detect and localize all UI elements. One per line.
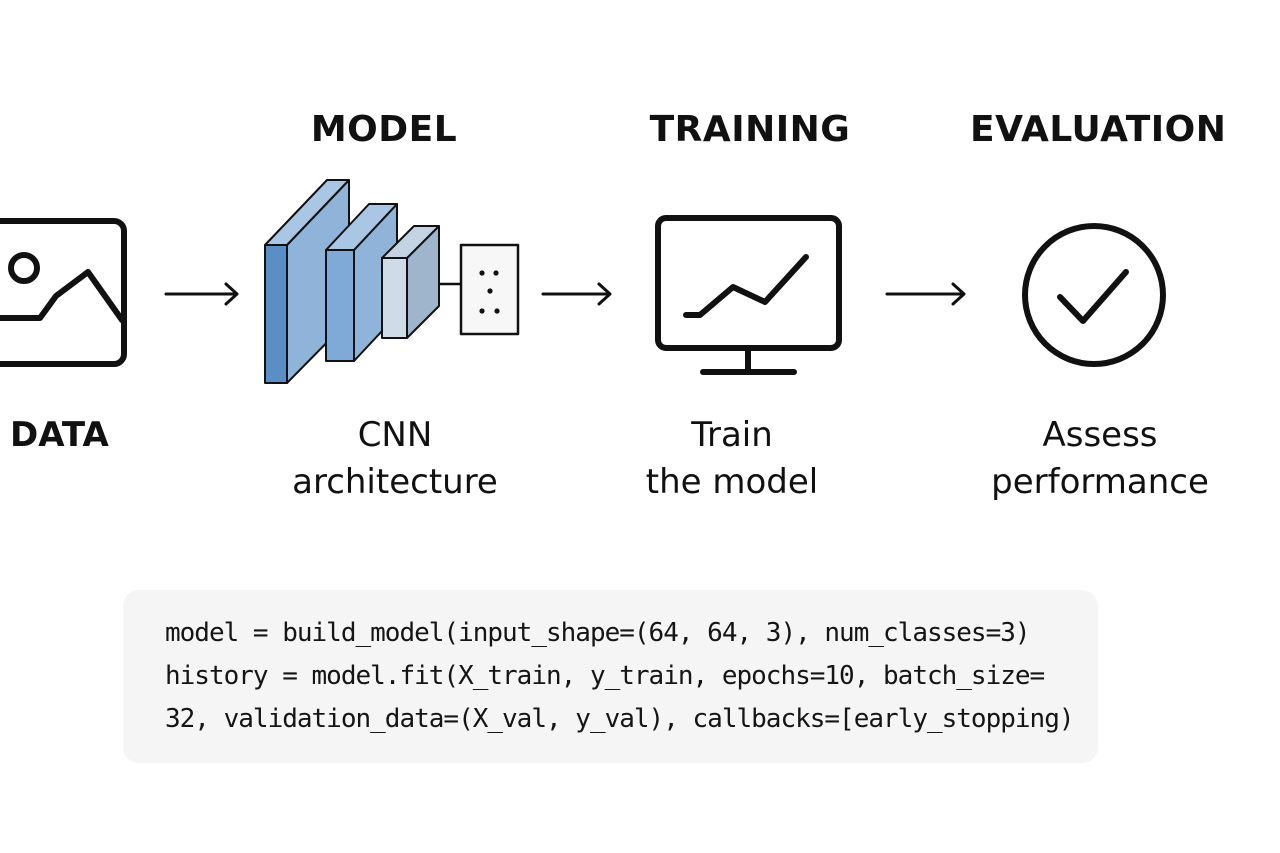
checkmark-circle-icon [1022, 223, 1166, 367]
model-caption: CNN architecture [275, 412, 515, 506]
cnn-layers-icon [264, 179, 520, 384]
code-block: model = build_model(input_shape=(64, 64,… [123, 590, 1098, 763]
model-caption-line2: architecture [292, 462, 498, 502]
data-title: DATA [10, 415, 109, 455]
evaluation-caption-line2: performance [991, 462, 1209, 502]
evaluation-caption: Assess performance [975, 412, 1225, 506]
training-title: TRAINING [649, 109, 851, 150]
model-caption-line1: CNN [357, 415, 433, 455]
arrow-right-icon [541, 282, 612, 306]
image-icon [0, 218, 127, 367]
code-line-2: history = model.fit(X_train, y_train, ep… [165, 661, 1045, 691]
arrow-right-icon [164, 282, 239, 306]
code-line-3: 32, validation_data=(X_val, y_val), call… [165, 704, 1075, 734]
evaluation-title: EVALUATION [970, 109, 1227, 150]
training-caption-line1: Train [691, 415, 773, 455]
training-caption: Train the model [622, 412, 842, 506]
arrow-right-icon [885, 282, 966, 306]
training-caption-line2: the model [645, 462, 819, 502]
model-title: MODEL [310, 109, 458, 150]
code-line-1: model = build_model(input_shape=(64, 64,… [165, 618, 1031, 648]
evaluation-caption-line1: Assess [1042, 415, 1158, 455]
monitor-chart-icon [655, 215, 842, 375]
